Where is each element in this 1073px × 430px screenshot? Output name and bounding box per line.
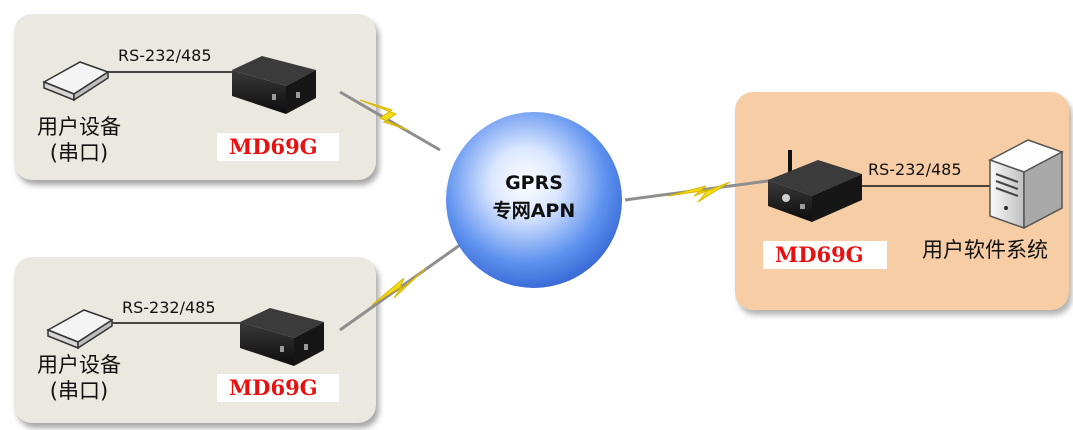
user-device-icon <box>42 61 110 102</box>
user-device-port-label: (串口) <box>49 379 109 403</box>
cloud-title: GPRS <box>505 172 563 194</box>
serial-link-label: RS-232/485 <box>122 298 216 317</box>
lightning-icon <box>371 267 427 306</box>
model-label: MD69G <box>217 133 339 161</box>
wireless-link-2 <box>339 243 461 332</box>
user-device-port-label: (串口) <box>49 141 109 165</box>
wireless-link-1 <box>339 90 441 152</box>
user-software-system-label: 用户软件系统 <box>922 238 1048 262</box>
lightning-icon <box>359 99 409 131</box>
computer-tower-icon <box>988 139 1064 230</box>
model-label: MD69G <box>763 241 887 269</box>
modem-icon <box>768 150 862 222</box>
wireless-link-3 <box>624 178 776 203</box>
model-label: MD69G <box>217 374 339 402</box>
serial-link-label: RS-232/485 <box>118 46 212 65</box>
modem-icon <box>240 308 324 366</box>
gprs-cloud <box>446 112 622 288</box>
user-device-label: 用户设备 <box>37 353 121 377</box>
user-device-label: 用户设备 <box>37 115 121 139</box>
cloud-subtitle: 专网APN <box>492 200 576 222</box>
serial-link-label: RS-232/485 <box>868 160 962 179</box>
lightning-icon <box>667 181 731 203</box>
modem-icon <box>232 56 316 114</box>
user-device-icon <box>46 309 114 350</box>
